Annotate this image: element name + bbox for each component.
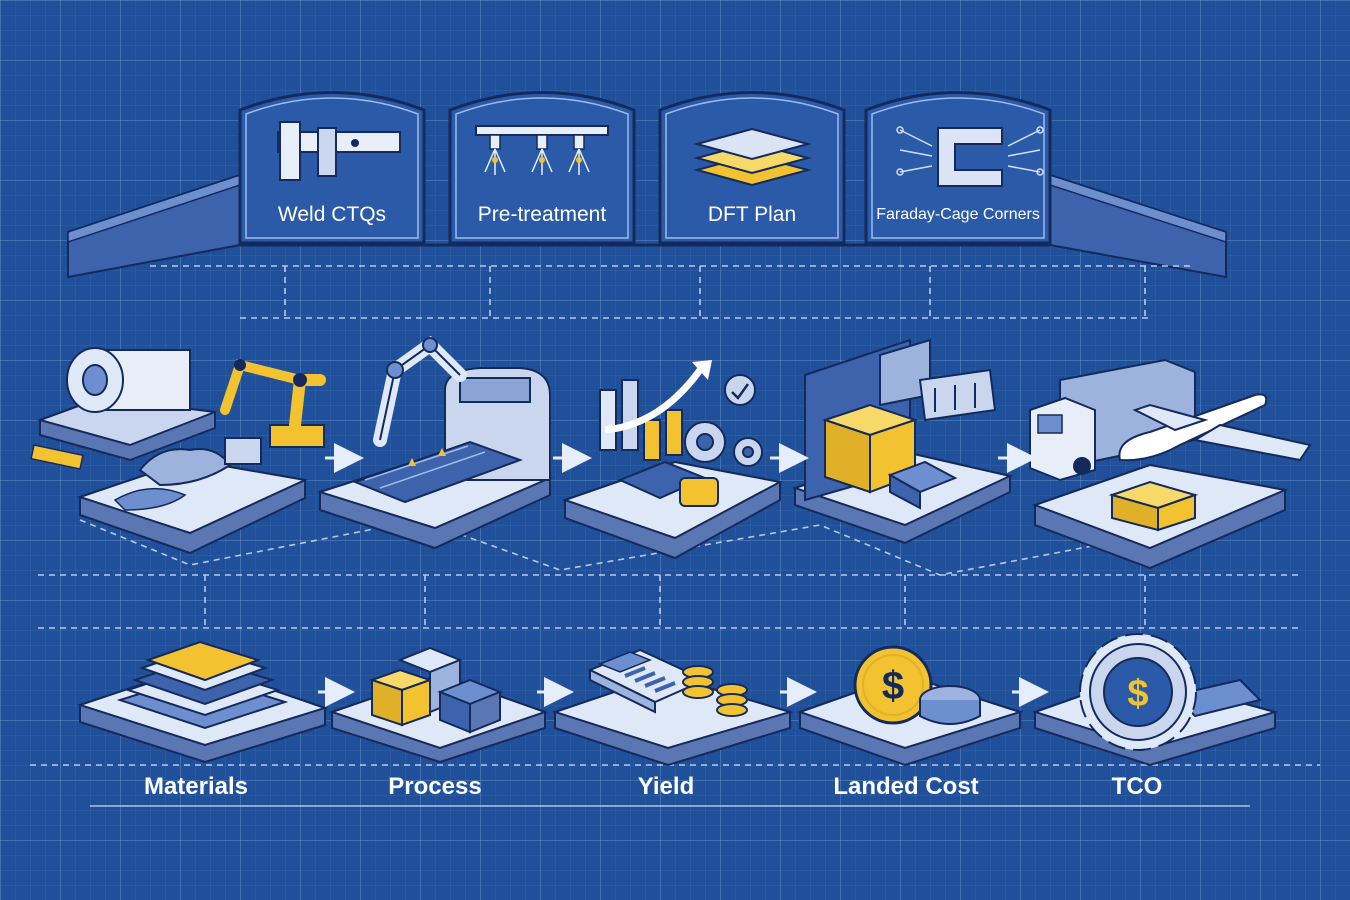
panel-label-pre-treatment: Pre-treatment: [477, 203, 607, 226]
cost-label-yield: Yield: [637, 773, 695, 800]
spray-nozzles-icon: [475, 125, 609, 175]
stage-platform-1: [76, 458, 309, 555]
panel-label-faraday-cage-corners: Faraday-Cage Corners: [876, 206, 1040, 223]
top-wall: [67, 173, 1227, 279]
cost-label-materials: Materials: [143, 773, 249, 800]
stacked-sheets-icon: [116, 640, 289, 730]
calculator-coins-icon: [587, 648, 748, 717]
svg-text:$: $: [1127, 673, 1148, 715]
robotic-welding-cell-icon: [352, 335, 551, 504]
cost-label-landed-cost: Landed Cost: [833, 773, 979, 800]
coating-layers-icon: [693, 127, 812, 187]
truck-airplane-shipping-icon: [1029, 358, 1312, 532]
cost-label-tco: TCO: [1111, 773, 1163, 800]
cost-label-process: Process: [388, 773, 482, 800]
growth-chart-gears-icon: [599, 360, 763, 507]
caliper-icon: [277, 121, 401, 181]
svg-text:$: $: [882, 664, 904, 708]
boxes-icon: [368, 646, 503, 734]
panel-label-weld-ctqs: Weld CTQs: [277, 203, 387, 226]
steel-coil-robot-arm-icon: [30, 347, 326, 511]
packaged-goods-warehouse-icon: [804, 338, 997, 510]
panel-label-dft-plan: DFT Plan: [707, 203, 797, 226]
dollar-gear-icon: $: [1079, 633, 1262, 751]
dollar-coin-icon: $: [853, 645, 981, 725]
dashed-connectors: [30, 265, 1320, 766]
corner-bracket-icon: [896, 126, 1044, 187]
panel-faraday-cage-corners: [864, 91, 1052, 245]
